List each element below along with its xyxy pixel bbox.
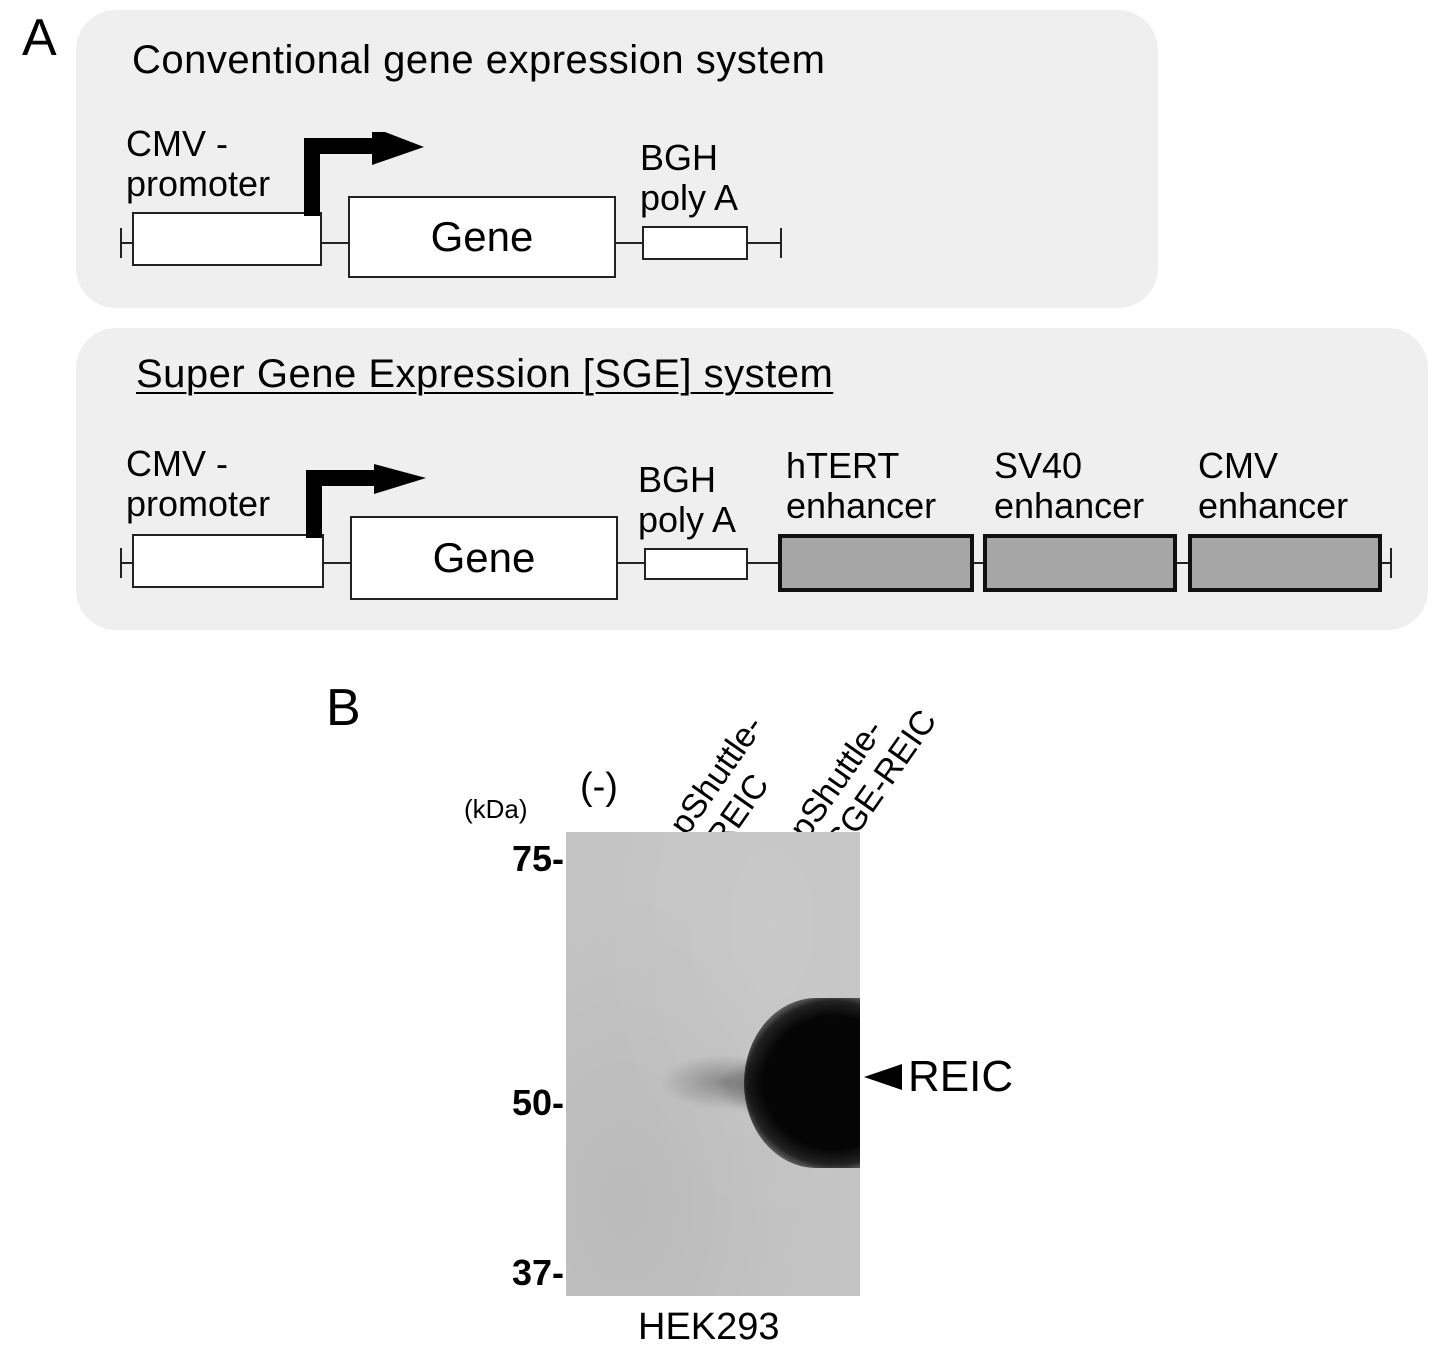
cmv-enhancer-label: CMV enhancer xyxy=(1198,445,1349,526)
conventional-system-title: Conventional gene expression system xyxy=(132,38,826,82)
sge-gene-label: Gene xyxy=(432,534,536,581)
marker-75: 75- xyxy=(511,838,564,879)
sge-polya-label: BGH poly A xyxy=(638,459,737,540)
sge-transcription-arrow-icon xyxy=(306,464,426,538)
sge-promoter-label: CMV - promoter xyxy=(126,443,271,524)
sge-system-title: Super Gene Expression [SGE] system xyxy=(136,352,834,396)
sge-polya-box xyxy=(644,548,748,580)
sge-promoter-box xyxy=(132,534,324,588)
marker-50: 50- xyxy=(511,1082,564,1123)
htert-enhancer-box xyxy=(778,534,974,592)
kda-unit-label: (kDa) xyxy=(464,794,528,824)
conventional-polya-box xyxy=(642,226,748,260)
cmv-enhancer-box xyxy=(1188,534,1382,592)
cell-line-label: HEK293 xyxy=(638,1306,780,1348)
sv40-enhancer-label: SV40 enhancer xyxy=(994,445,1145,526)
conventional-promoter-label: CMV - promoter xyxy=(126,123,271,204)
conventional-polya-label: BGH poly A xyxy=(640,137,739,218)
lane-label-negative: (-) xyxy=(580,766,618,808)
sge-backbone xyxy=(120,562,1392,564)
conventional-right-end xyxy=(780,228,782,258)
conventional-promoter-box xyxy=(132,212,322,266)
conventional-transcription-arrow-icon xyxy=(304,132,424,216)
sge-right-end xyxy=(1390,548,1392,578)
strong-band-pshuttle-sge-reic xyxy=(744,998,860,1168)
conventional-gene-label: Gene xyxy=(430,213,534,260)
panel-a-letter: A xyxy=(22,9,57,67)
sv40-enhancer-box xyxy=(983,534,1177,592)
panel-b-letter: B xyxy=(326,679,361,737)
htert-enhancer-label: hTERT enhancer xyxy=(786,445,937,526)
reic-band-label: REIC xyxy=(908,1052,1014,1101)
reic-band-arrowhead-icon xyxy=(864,1064,902,1090)
conventional-gene-box: Gene xyxy=(348,196,616,278)
marker-37: 37- xyxy=(511,1252,564,1293)
sge-gene-box: Gene xyxy=(350,516,618,600)
western-blot-gel xyxy=(566,832,860,1296)
